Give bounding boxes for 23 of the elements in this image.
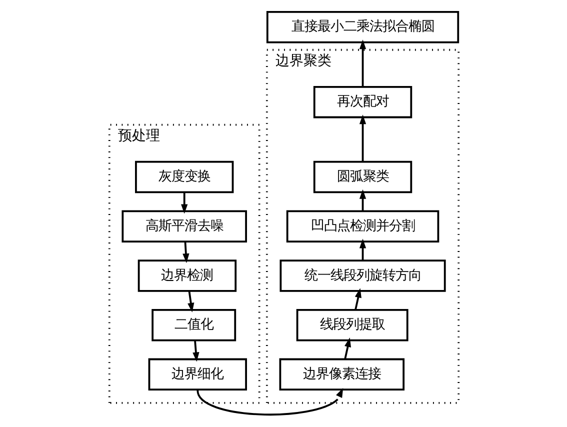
node-box: 再次配对 [312,86,412,118]
arrow [196,388,343,416]
node-box: 边界像素连接 [278,358,404,391]
node-box: 边界检测 [137,260,236,292]
node-box: 二值化 [151,308,236,342]
arrow [358,189,366,211]
arrow [180,192,188,214]
node-box: 边界细化 [148,358,246,391]
node-box: 高斯平滑去噪 [121,210,246,243]
node-box: 线段列提取 [296,308,408,342]
arrow [358,114,366,162]
arrow [192,340,199,362]
node-box: 统一线段列旋转方向 [279,260,446,292]
arrow [182,242,189,264]
arrow [187,290,194,312]
arrow [344,337,351,360]
node-box: 直接最小二乘法拟合椭圆 [266,10,459,44]
arrow [358,40,366,87]
node-box: 圆弧聚类 [312,160,412,194]
node-box: 凹凸点检测并分割 [286,210,439,243]
arrow [358,238,366,260]
node-box: 灰度变换 [134,160,234,194]
arrow [354,288,361,310]
